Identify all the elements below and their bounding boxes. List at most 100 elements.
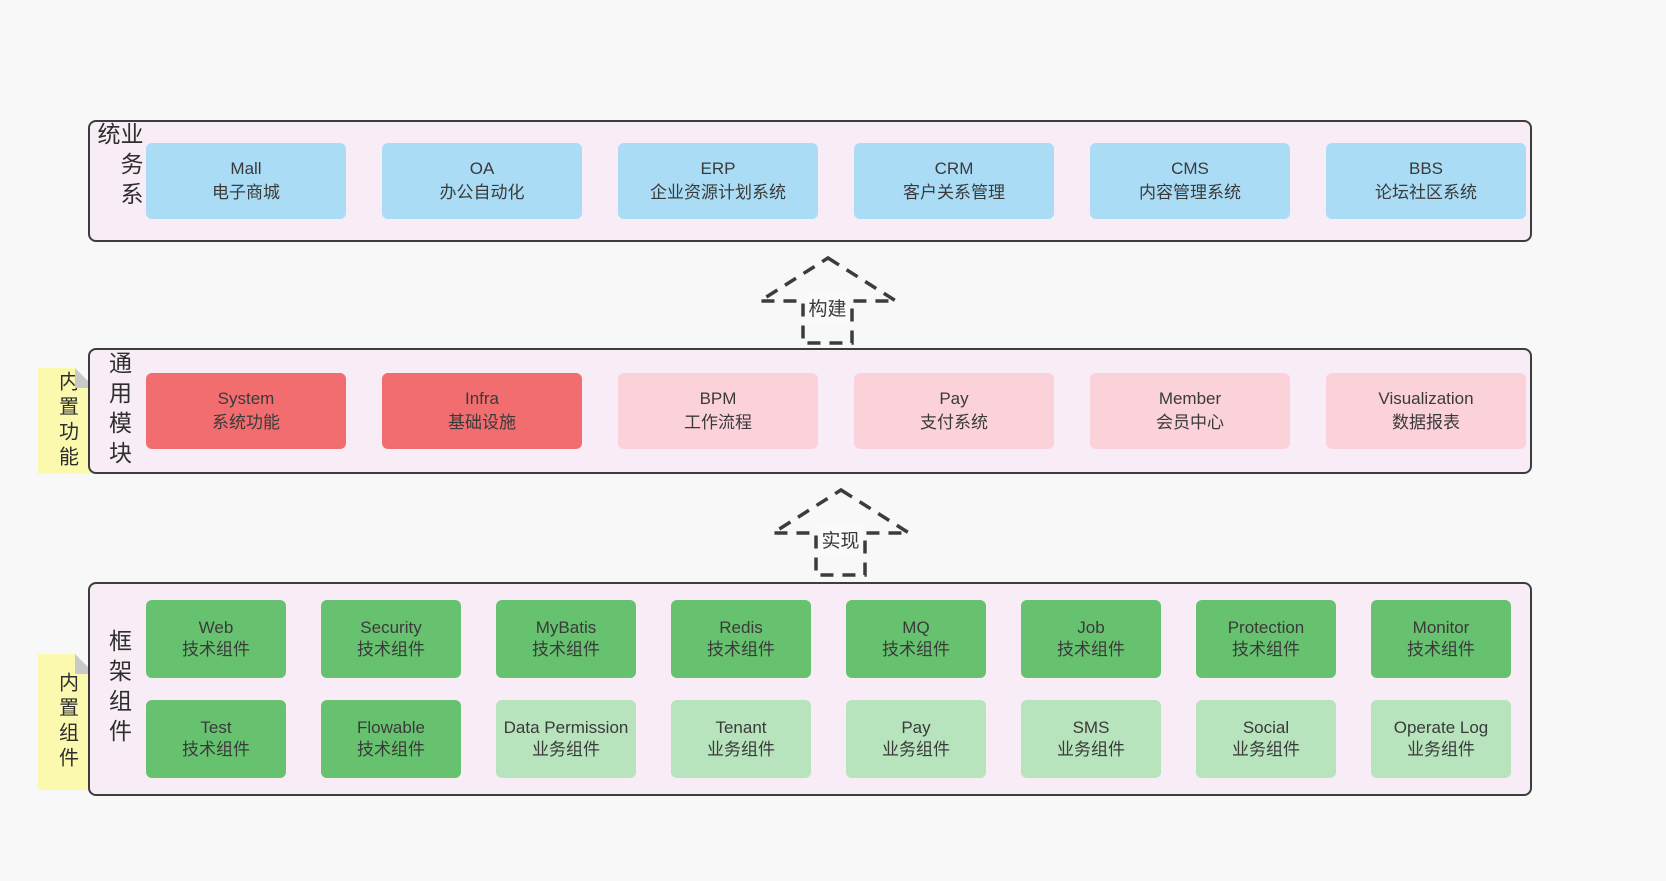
box-bbs: BBS 论坛社区系统: [1326, 143, 1526, 219]
components-row-2: Test 技术组件 Flowable 技术组件 Data Permission …: [146, 700, 1530, 778]
box-subtitle: 企业资源计划系统: [650, 183, 786, 202]
sticky-note-label: 内置组件: [55, 672, 78, 772]
sticky-note-label: 内置功能: [55, 371, 78, 471]
box-web: Web 技术组件: [146, 600, 286, 678]
box-subtitle: 技术组件: [532, 640, 600, 659]
box-title: BBS: [1408, 158, 1444, 178]
box-subtitle: 系统功能: [212, 413, 280, 432]
box-subtitle: 会员中心: [1156, 413, 1224, 432]
box-title: Infra: [464, 388, 500, 408]
box-job: Job 技术组件: [1021, 600, 1161, 678]
box-subtitle: 业务组件: [532, 740, 600, 759]
box-title: BPM: [699, 388, 737, 408]
box-subtitle: 技术组件: [1232, 640, 1300, 659]
box-bpm: BPM 工作流程: [618, 373, 818, 449]
box-subtitle: 客户关系管理: [903, 183, 1005, 202]
box-subtitle: 技术组件: [707, 640, 775, 659]
section-label-common-modules: 通用模块: [90, 350, 146, 472]
section-label-text: 业务系统: [94, 122, 143, 212]
box-subtitle: 电子商城: [212, 183, 280, 202]
box-data-permission: Data Permission 业务组件: [496, 700, 636, 778]
box-test: Test 技术组件: [146, 700, 286, 778]
box-title: Member: [1158, 388, 1222, 408]
box-operate-log: Operate Log 业务组件: [1371, 700, 1511, 778]
box-title: SMS: [1072, 717, 1110, 737]
box-sms: SMS 业务组件: [1021, 700, 1161, 778]
components-row-1: Web 技术组件 Security 技术组件 MyBatis 技术组件 Redi…: [146, 600, 1530, 678]
box-subtitle: 技术组件: [182, 740, 250, 759]
box-subtitle: 办公自动化: [439, 183, 525, 202]
box-pay-component: Pay 业务组件: [846, 700, 986, 778]
build-arrow: 构建: [755, 255, 900, 347]
box-title: Redis: [719, 617, 763, 637]
box-subtitle: 内容管理系统: [1139, 183, 1241, 202]
sticky-note-built-in-functions: 内置功能: [38, 368, 95, 474]
box-title: Protection: [1227, 617, 1305, 637]
box-subtitle: 业务组件: [707, 740, 775, 759]
box-redis: Redis 技术组件: [671, 600, 811, 678]
box-title: Visualization: [1378, 388, 1474, 408]
box-protection: Protection 技术组件: [1196, 600, 1336, 678]
box-title: Tenant: [715, 717, 767, 737]
box-infra: Infra 基础设施: [382, 373, 582, 449]
box-subtitle: 技术组件: [182, 640, 250, 659]
box-title: MyBatis: [535, 617, 597, 637]
business-box-row: Mall 电子商城 OA 办公自动化 ERP 企业资源计划系统 CRM 客户关系…: [146, 122, 1530, 240]
box-title: Monitor: [1412, 617, 1470, 637]
box-security: Security 技术组件: [321, 600, 461, 678]
box-title: Data Permission: [503, 717, 629, 737]
box-title: Web: [198, 617, 234, 637]
up-arrow-icon: [768, 487, 913, 577]
box-subtitle: 业务组件: [1057, 740, 1125, 759]
box-subtitle: 支付系统: [920, 413, 988, 432]
box-mall: Mall 电子商城: [146, 143, 346, 219]
box-subtitle: 技术组件: [1057, 640, 1125, 659]
section-label-business-systems: 业务系统: [90, 122, 146, 240]
section-label-text: 通用模块: [105, 351, 132, 471]
box-title: Test: [200, 717, 232, 737]
box-social: Social 业务组件: [1196, 700, 1336, 778]
box-visualization: Visualization 数据报表: [1326, 373, 1526, 449]
box-title: Mall: [230, 158, 262, 178]
box-title: Job: [1077, 617, 1105, 637]
box-title: Flowable: [356, 717, 426, 737]
box-subtitle: 技术组件: [1407, 640, 1475, 659]
box-subtitle: 数据报表: [1392, 413, 1460, 432]
box-title: OA: [469, 158, 495, 178]
box-subtitle: 业务组件: [1407, 740, 1475, 759]
box-tenant: Tenant 业务组件: [671, 700, 811, 778]
box-crm: CRM 客户关系管理: [854, 143, 1054, 219]
box-title: Social: [1242, 717, 1290, 737]
box-title: Operate Log: [1393, 717, 1489, 737]
box-title: System: [217, 388, 275, 408]
box-flowable: Flowable 技术组件: [321, 700, 461, 778]
box-subtitle: 技术组件: [357, 640, 425, 659]
box-erp: ERP 企业资源计划系统: [618, 143, 818, 219]
up-arrow-icon: [755, 255, 900, 345]
build-arrow-label: 构建: [805, 293, 850, 322]
box-subtitle: 业务组件: [882, 740, 950, 759]
box-subtitle: 技术组件: [357, 740, 425, 759]
box-title: Security: [360, 617, 422, 637]
box-title: Pay: [939, 388, 969, 408]
section-common-modules: 通用模块 System 系统功能 Infra 基础设施 BPM 工作流程 Pay…: [88, 348, 1532, 474]
box-title: CMS: [1171, 158, 1209, 178]
box-subtitle: 基础设施: [448, 413, 516, 432]
implement-arrow: 实现: [768, 487, 913, 579]
box-member: Member 会员中心: [1090, 373, 1290, 449]
box-system: System 系统功能: [146, 373, 346, 449]
modules-box-row: System 系统功能 Infra 基础设施 BPM 工作流程 Pay 支付系统…: [146, 350, 1530, 472]
sticky-note-built-in-components: 内置组件: [38, 654, 95, 790]
section-label-text: 框架组件: [105, 629, 132, 749]
section-label-framework-components: 框架组件: [90, 584, 146, 794]
box-title: CRM: [934, 158, 974, 178]
box-mq: MQ 技术组件: [846, 600, 986, 678]
implement-arrow-label: 实现: [818, 525, 863, 554]
box-monitor: Monitor 技术组件: [1371, 600, 1511, 678]
box-subtitle: 论坛社区系统: [1375, 183, 1477, 202]
box-oa: OA 办公自动化: [382, 143, 582, 219]
box-title: MQ: [902, 617, 930, 637]
box-subtitle: 技术组件: [882, 640, 950, 659]
